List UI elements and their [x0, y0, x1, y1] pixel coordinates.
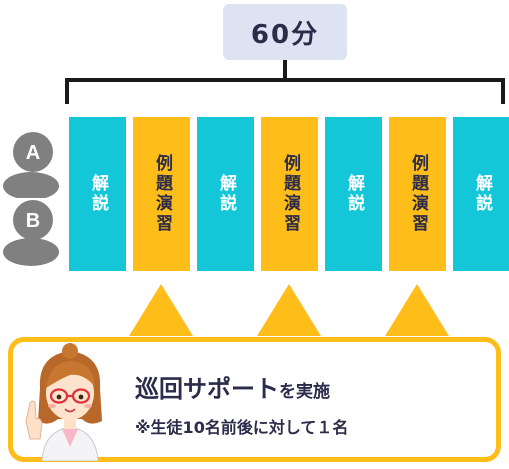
block-explain-3: 解説	[325, 117, 382, 271]
callout-title-suffix: を実施	[279, 382, 330, 402]
block-practice-2: 例題演習	[261, 117, 318, 271]
duration-badge: 60分	[223, 4, 347, 60]
block-label: 解説	[216, 174, 236, 214]
student-avatar-b: B	[3, 200, 59, 266]
timeline-bracket	[65, 60, 505, 104]
callout-title-main: 巡回サポート	[135, 375, 279, 403]
student-label-a: A	[26, 142, 40, 164]
block-practice-3: 例題演習	[389, 117, 446, 271]
block-label: 解説	[88, 174, 108, 214]
student-label-b: B	[26, 210, 40, 232]
pointer-triangle-1	[129, 284, 193, 336]
block-label: 解説	[472, 174, 492, 214]
block-explain-2: 解説	[197, 117, 254, 271]
block-label: 解説	[344, 174, 364, 214]
callout-title: 巡回サポートを実施	[135, 369, 330, 404]
block-label: 例題演習	[280, 154, 300, 234]
pointer-triangle-3	[385, 284, 449, 336]
block-label: 例題演習	[408, 154, 428, 234]
student-avatar-a: A	[3, 132, 59, 198]
block-explain-1: 解説	[69, 117, 126, 271]
duration-label: 60分	[250, 19, 320, 50]
block-explain-4: 解説	[453, 117, 509, 271]
pointer-triangle-2	[257, 284, 321, 336]
callout-note: ※生徒10名前後に対して１名	[135, 418, 349, 437]
block-label: 例題演習	[152, 154, 172, 234]
block-practice-1: 例題演習	[133, 117, 190, 271]
teacher-illustration	[25, 343, 102, 461]
